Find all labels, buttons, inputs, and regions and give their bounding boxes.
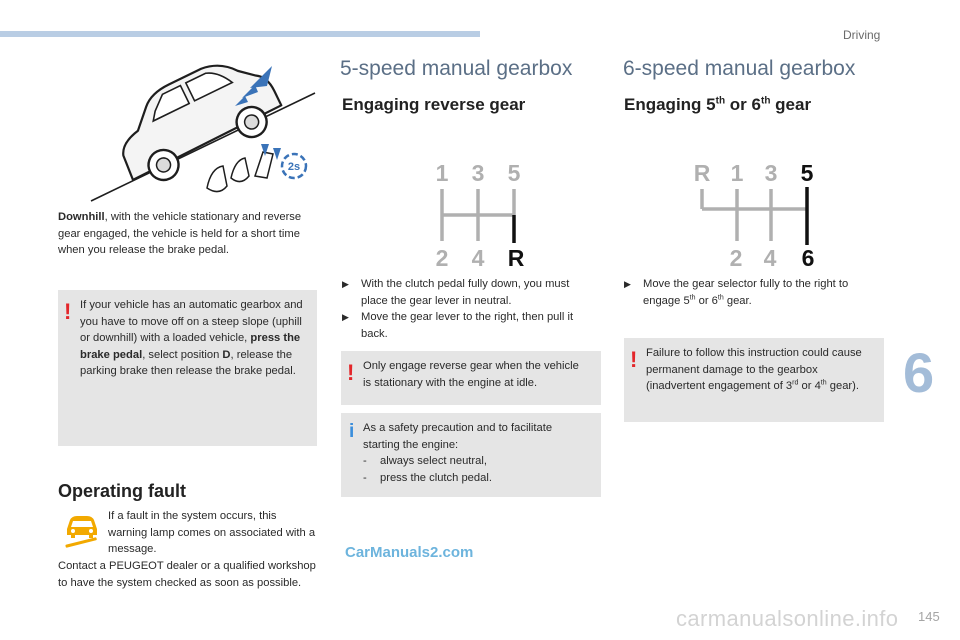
top-accent-bar xyxy=(0,31,480,37)
triangle-bullet-icon: ▶ xyxy=(342,279,349,289)
list-item: ▶ Move the gear selector fully to the ri… xyxy=(624,278,849,307)
reverse-gear-warning-text: Only engage reverse gear when the vehicl… xyxy=(363,360,579,389)
info-icon: i xyxy=(349,421,355,442)
svg-text:3: 3 xyxy=(472,160,485,186)
svg-text:2: 2 xyxy=(730,245,743,271)
downhill-bold: Downhill xyxy=(58,211,105,223)
svg-text:5: 5 xyxy=(801,160,814,186)
svg-text:1: 1 xyxy=(436,160,449,186)
svg-text:4: 4 xyxy=(764,245,777,271)
svg-text:2s: 2s xyxy=(288,161,300,173)
automatic-gearbox-warning-box: ! If your vehicle has an automatic gearb… xyxy=(58,290,317,446)
triangle-bullet-icon: ▶ xyxy=(342,312,349,322)
car-on-slope-icon: 2s xyxy=(90,64,316,202)
hill-start-illustration: 2s xyxy=(85,58,320,208)
five-speed-title: 5-speed manual gearbox xyxy=(340,57,573,80)
downhill-text: , with the vehicle stationary and revers… xyxy=(58,211,302,256)
reverse-gear-instructions: ▶ With the clutch pedal fully down, you … xyxy=(342,276,597,342)
list-item: -always select neutral, xyxy=(363,455,487,467)
gear-shift-pattern-icon: R 1 3 5 2 4 6 xyxy=(694,160,815,271)
svg-text:6: 6 xyxy=(802,245,815,271)
operating-fault-heading: Operating fault xyxy=(58,481,187,501)
list-item: -press the clutch pedal. xyxy=(363,471,492,484)
press-arrows-icon xyxy=(261,144,281,160)
reverse-gear-warning-box: ! Only engage reverse gear when the vehi… xyxy=(341,351,601,405)
svg-text:R: R xyxy=(694,160,711,186)
triangle-bullet-icon: ▶ xyxy=(624,279,631,289)
five-speed-gear-diagram: 1 3 5 2 4 R xyxy=(425,157,530,272)
automatic-gearbox-warning-text: If your vehicle has an automatic gearbox… xyxy=(80,299,303,377)
page-number: 145 xyxy=(918,609,940,624)
svg-text:2: 2 xyxy=(436,245,449,271)
warning-icon: ! xyxy=(347,360,355,385)
warning-icon: ! xyxy=(64,299,72,324)
six-speed-title: 6-speed manual gearbox xyxy=(623,57,856,80)
carmanuals-watermark: CarManuals2.com xyxy=(345,544,474,561)
section-name: Driving xyxy=(843,28,881,42)
car-slope-warning-lamp-icon xyxy=(65,516,97,548)
list-item: ▶ With the clutch pedal fully down, you … xyxy=(342,278,570,307)
contact-text: Contact a PEUGEOT dealer or a qualified … xyxy=(58,560,316,589)
gearbox-damage-warning-box: ! Failure to follow this instruction cou… xyxy=(624,338,884,422)
svg-text:R: R xyxy=(508,245,525,271)
pedals-icon xyxy=(206,151,274,193)
safety-info-box: i As a safety precaution and to facilita… xyxy=(341,413,601,497)
chapter-number: 6 xyxy=(903,341,935,404)
six-speed-gear-diagram: R 1 3 5 2 4 6 xyxy=(690,157,820,272)
svg-text:4: 4 xyxy=(472,245,485,271)
gear-shift-pattern-icon: 1 3 5 2 4 R xyxy=(436,160,525,271)
reverse-gear-subtitle: Engaging reverse gear xyxy=(342,95,526,114)
safety-info-text: As a safety precaution and to facilitate… xyxy=(363,420,591,486)
fault-text: If a fault in the system occurs, this wa… xyxy=(108,510,316,555)
site-watermark: carmanualsonline.info xyxy=(676,606,899,631)
motion-arrows-icon xyxy=(235,66,272,106)
svg-text:5: 5 xyxy=(508,160,521,186)
downhill-paragraph: Downhill, with the vehicle stationary an… xyxy=(58,209,320,259)
gearbox-damage-warning-text: Failure to follow this instruction could… xyxy=(646,347,862,392)
fifth-sixth-gear-subtitle: Engaging 5th or 6th gear xyxy=(624,95,812,114)
timer-badge-icon xyxy=(280,152,308,180)
svg-text:1: 1 xyxy=(731,160,744,186)
svg-text:3: 3 xyxy=(765,160,778,186)
hill-assist-warning-lamp xyxy=(62,511,100,551)
warning-icon: ! xyxy=(630,347,638,372)
list-item: ▶ Move the gear lever to the right, then… xyxy=(342,311,574,340)
